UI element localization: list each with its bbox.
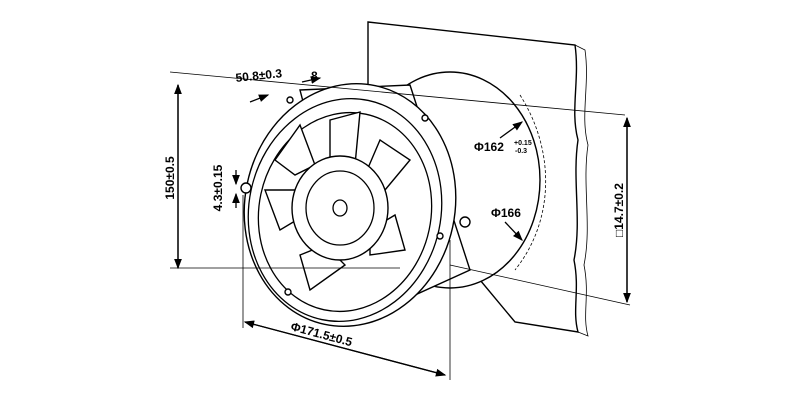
mount-tol-minus: -0.3 xyxy=(515,148,527,155)
shaft xyxy=(332,199,348,217)
mount-holes xyxy=(240,96,471,296)
mount-diameter-label: Φ162 xyxy=(474,140,504,154)
dimension-lines xyxy=(169,71,631,380)
fan-front xyxy=(240,82,471,328)
depth-label: 50.8±0.3 xyxy=(235,66,283,85)
flange-label: 8 xyxy=(311,69,318,83)
panel-square-label: □14.7±0.2 xyxy=(612,183,626,237)
hole-label: 4.3±0.15 xyxy=(211,164,225,211)
height-label: 150±0.5 xyxy=(163,156,177,200)
mounting-panel xyxy=(367,21,589,337)
inner-diameter-label: Φ166 xyxy=(491,206,521,220)
mount-tol-plus: +0.15 xyxy=(514,140,532,147)
hub-inner xyxy=(305,170,375,246)
